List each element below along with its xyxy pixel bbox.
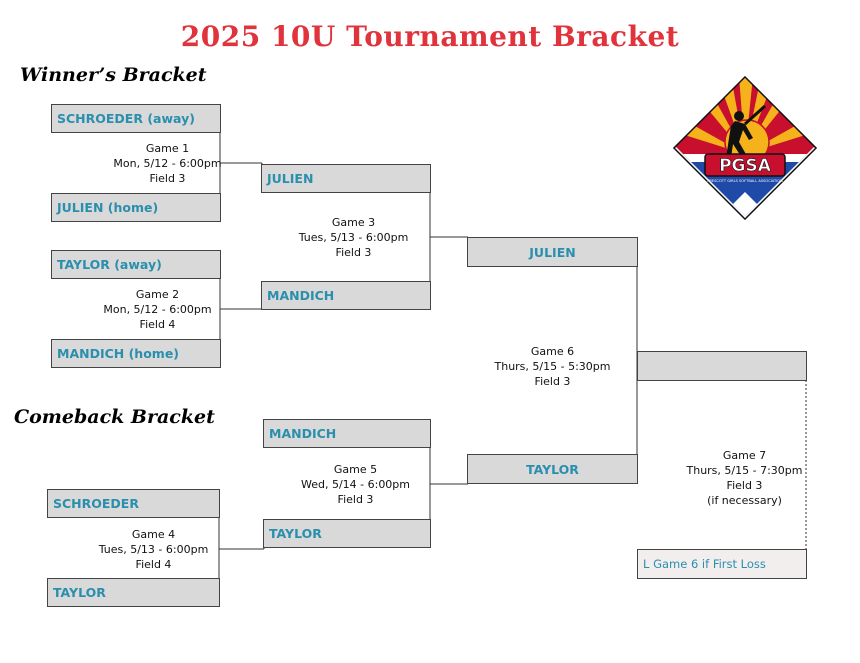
game2-info: Game 2 Mon, 5/12 - 6:00pm Field 4 xyxy=(75,287,240,332)
game6-top-team-slot: JULIEN xyxy=(467,237,638,267)
winners-bracket-heading: Winner’s Bracket xyxy=(20,64,207,86)
game7-note: (if necessary) xyxy=(707,494,782,507)
game4-field: Field 4 xyxy=(135,558,172,571)
game2-home-team-slot: MANDICH (home) xyxy=(51,339,221,368)
logo-text: PGSA xyxy=(719,156,772,176)
game7-time: Thurs, 5/15 - 7:30pm xyxy=(686,464,803,477)
game5-top-team-slot: MANDICH xyxy=(263,419,431,448)
champion-slot xyxy=(637,351,807,381)
game3-name: Game 3 xyxy=(331,216,376,229)
game4-info: Game 4 Tues, 5/13 - 6:00pm Field 4 xyxy=(71,527,236,572)
game3-field: Field 3 xyxy=(335,246,372,259)
game2-field: Field 4 xyxy=(139,318,176,331)
game1-name: Game 1 xyxy=(145,142,190,155)
game2-away-team-slot: TAYLOR (away) xyxy=(51,250,221,279)
game1-home-team-slot: JULIEN (home) xyxy=(51,193,221,222)
game5-field: Field 3 xyxy=(337,493,374,506)
game3-time: Tues, 5/13 - 6:00pm xyxy=(298,231,409,244)
game5-name: Game 5 xyxy=(333,463,378,476)
comeback-bracket-heading: Comeback Bracket xyxy=(14,406,215,428)
game3-top-team-slot: JULIEN xyxy=(261,164,431,193)
game6-name: Game 6 xyxy=(530,345,575,358)
game4-top-team-slot: SCHROEDER xyxy=(47,489,220,518)
game7-field: Field 3 xyxy=(726,479,763,492)
game7-info: Game 7 Thurs, 5/15 - 7:30pm Field 3 (if … xyxy=(662,448,827,508)
logo-subtext: PRESCOTT GIRLS SOFTBALL ASSOCIATION xyxy=(707,179,783,183)
game7-name: Game 7 xyxy=(722,449,767,462)
game1-away-team-slot: SCHROEDER (away) xyxy=(51,104,221,133)
game7-bottom-slot: L Game 6 if First Loss xyxy=(637,549,807,579)
game5-time: Wed, 5/14 - 6:00pm xyxy=(300,478,411,491)
game1-field: Field 3 xyxy=(149,172,186,185)
game1-info: Game 1 Mon, 5/12 - 6:00pm Field 3 xyxy=(85,141,250,186)
game6-bottom-team-slot: TAYLOR xyxy=(467,454,638,484)
game4-bottom-team-slot: TAYLOR xyxy=(47,578,220,607)
game2-time: Mon, 5/12 - 6:00pm xyxy=(103,303,212,316)
game6-field: Field 3 xyxy=(534,375,571,388)
game4-name: Game 4 xyxy=(131,528,176,541)
game6-info: Game 6 Thurs, 5/15 - 5:30pm Field 3 xyxy=(470,344,635,389)
game5-info: Game 5 Wed, 5/14 - 6:00pm Field 3 xyxy=(273,462,438,507)
game1-time: Mon, 5/12 - 6:00pm xyxy=(113,157,222,170)
game6-time: Thurs, 5/15 - 5:30pm xyxy=(494,360,611,373)
pgsa-logo-icon: PGSA PRESCOTT GIRLS SOFTBALL ASSOCIATION xyxy=(673,76,817,220)
bracket-title: 2025 10U Tournament Bracket xyxy=(180,20,680,53)
game5-bottom-team-slot: TAYLOR xyxy=(263,519,431,548)
game3-info: Game 3 Tues, 5/13 - 6:00pm Field 3 xyxy=(271,215,436,260)
game3-bottom-team-slot: MANDICH xyxy=(261,281,431,310)
game2-name: Game 2 xyxy=(135,288,180,301)
game4-time: Tues, 5/13 - 6:00pm xyxy=(98,543,209,556)
